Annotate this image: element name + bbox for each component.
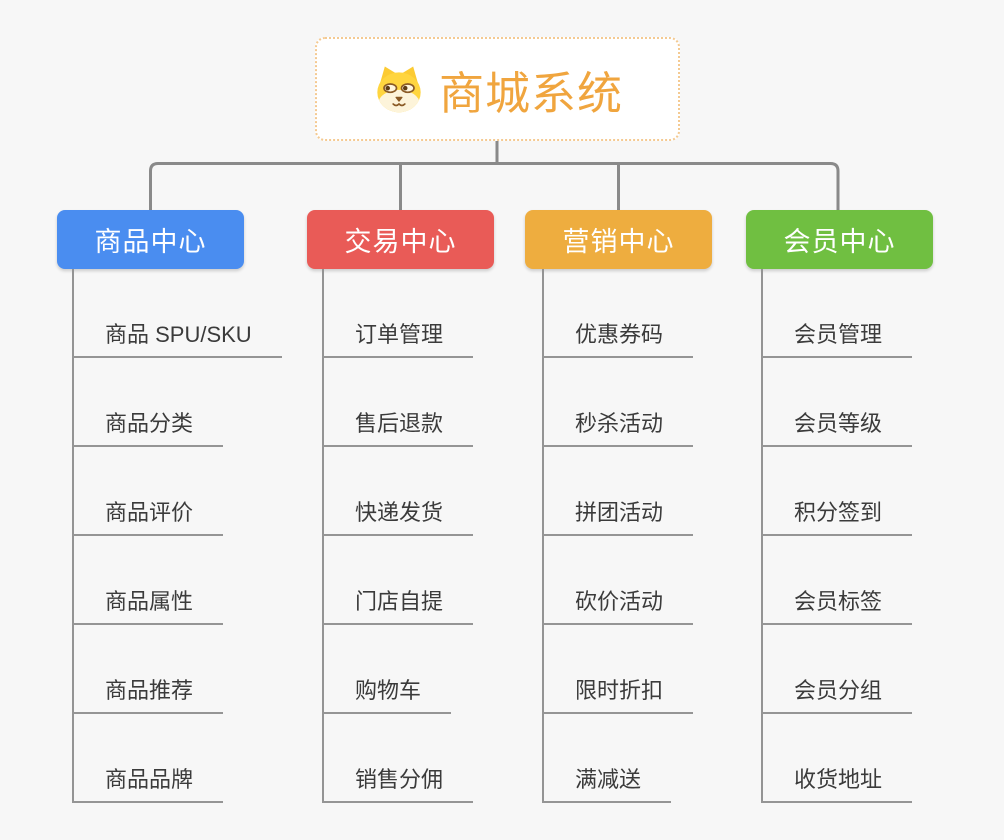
subtopic-item[interactable]: 收货地址 <box>761 765 913 803</box>
subtopic-item[interactable]: 商品分类 <box>72 409 224 447</box>
subtopic-item[interactable]: 商品推荐 <box>72 676 224 714</box>
shiba-dog-icon <box>377 66 421 113</box>
column-connector-line <box>322 269 324 803</box>
column-connector-line <box>542 269 544 803</box>
branch-topic-product-center[interactable]: 商品中心 <box>57 210 244 269</box>
branch-label: 会员中心 <box>783 227 896 257</box>
subtopic-item[interactable]: 快递发货 <box>322 498 474 536</box>
subtopic-item[interactable]: 满减送 <box>542 765 672 803</box>
subtopic-item[interactable]: 拼团活动 <box>542 498 694 536</box>
subtopic-item[interactable]: 优惠券码 <box>542 320 694 358</box>
subtopic-item[interactable]: 售后退款 <box>322 409 474 447</box>
subtopic-item[interactable]: 砍价活动 <box>542 587 694 625</box>
root-topic-title: 商城系统 <box>438 67 623 119</box>
column-connector-line <box>72 269 74 803</box>
branch-topic-marketing-center[interactable]: 营销中心 <box>525 210 712 269</box>
subtopic-item[interactable]: 商品品牌 <box>72 765 224 803</box>
subtopic-item[interactable]: 门店自提 <box>322 587 474 625</box>
subtopic-item[interactable]: 商品评价 <box>72 498 224 536</box>
branch-label: 交易中心 <box>344 227 457 257</box>
branch-label: 营销中心 <box>562 227 675 257</box>
subtopic-item[interactable]: 积分签到 <box>761 498 913 536</box>
subtopic-item[interactable]: 商品 SPU/SKU <box>72 320 282 358</box>
subtopic-item[interactable]: 限时折扣 <box>542 676 694 714</box>
root-topic-mall-system[interactable]: 商城系统 <box>315 37 680 141</box>
subtopic-item[interactable]: 秒杀活动 <box>542 409 694 447</box>
subtopic-item[interactable]: 会员标签 <box>761 587 913 625</box>
subtopic-item[interactable]: 会员等级 <box>761 409 913 447</box>
subtopic-item[interactable]: 商品属性 <box>72 587 224 625</box>
subtopic-item[interactable]: 会员管理 <box>761 320 913 358</box>
subtopic-item[interactable]: 会员分组 <box>761 676 913 714</box>
branch-rail-line <box>149 162 840 211</box>
subtopic-item[interactable]: 购物车 <box>322 676 452 714</box>
subtopic-item[interactable]: 销售分佣 <box>322 765 474 803</box>
branch-label: 商品中心 <box>94 227 207 257</box>
column-connector-line <box>761 269 763 803</box>
subtopic-item[interactable]: 订单管理 <box>322 320 474 358</box>
branch-topic-member-center[interactable]: 会员中心 <box>746 210 933 269</box>
branch-topic-trade-center[interactable]: 交易中心 <box>307 210 494 269</box>
